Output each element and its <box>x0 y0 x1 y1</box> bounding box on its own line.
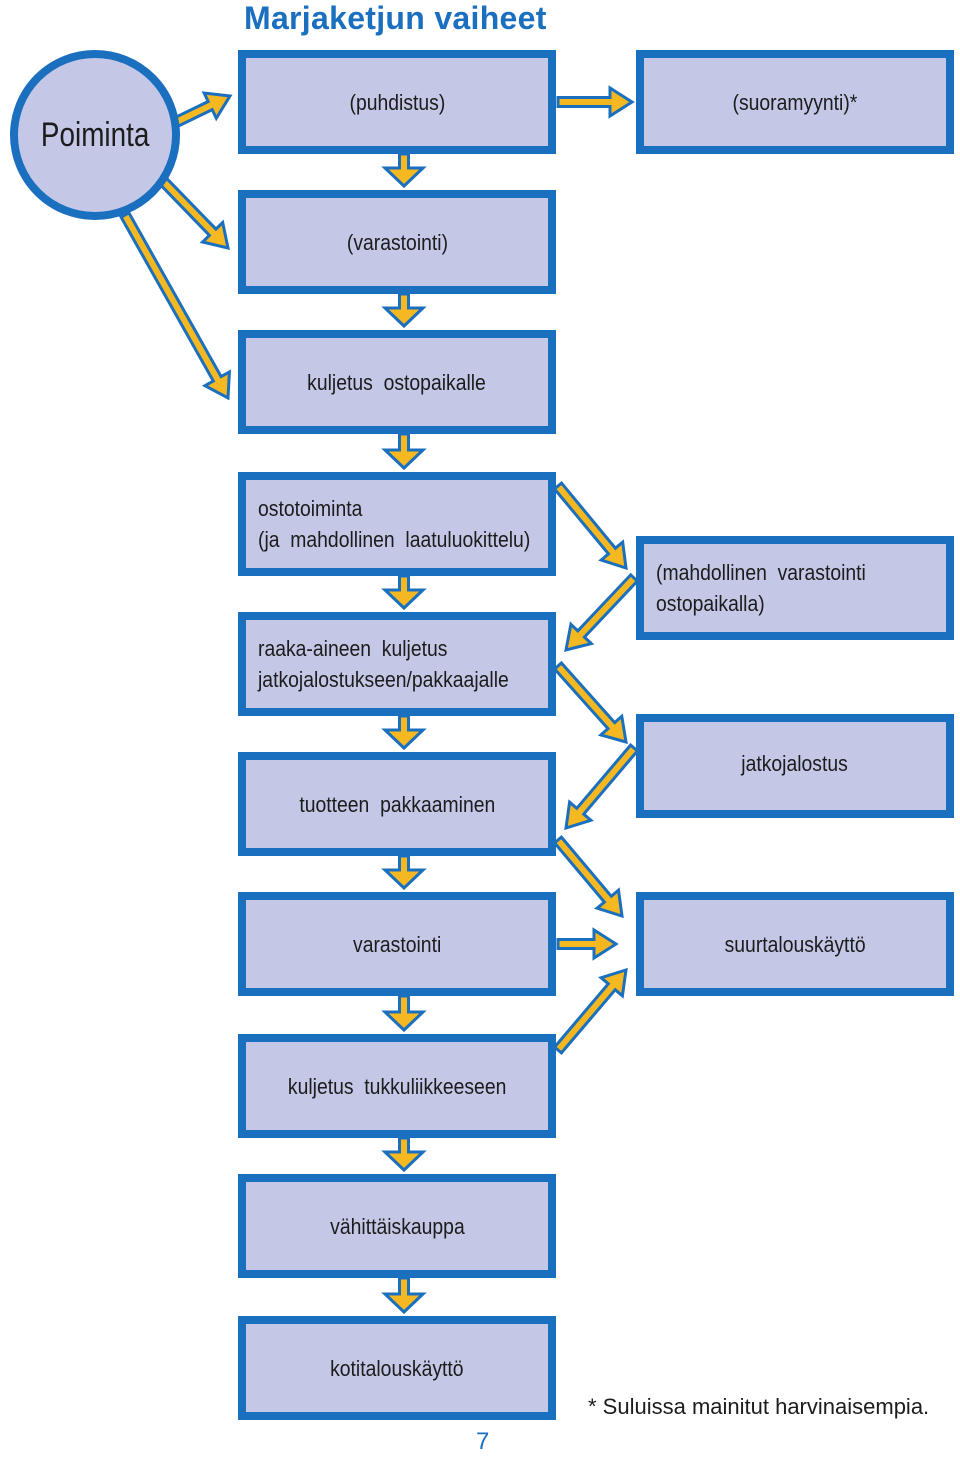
step-varastointi-1: (varastointi) <box>238 190 556 294</box>
down-arrow-1 <box>381 152 427 189</box>
arrow-varastointi-raaka-aine <box>564 572 640 653</box>
down-arrow-4 <box>381 574 427 611</box>
arrow-varastointi-suurtalous <box>556 927 619 961</box>
step-kotitalouskaytto: kotitalouskäyttö <box>238 1316 556 1420</box>
step-label: (puhdistus) <box>349 89 445 115</box>
step-label: tuotteen pakkaaminen <box>299 791 495 817</box>
step-label: vähittäiskauppa <box>329 1213 465 1239</box>
step-label: kuljetus ostopaikalle <box>307 369 487 395</box>
step-label: kuljetus tukkuliikkeeseen <box>287 1073 507 1099</box>
step-label: varastointi <box>352 931 442 957</box>
page-number: 7 <box>476 1428 490 1455</box>
down-arrow-6 <box>381 854 427 891</box>
step-varastointi-2: varastointi <box>238 892 556 996</box>
down-arrow-9 <box>381 1276 427 1315</box>
step-tuotteen-pakkaaminen: tuotteen pakkaaminen <box>238 752 556 856</box>
step-label: suurtalouskäyttö <box>724 931 866 957</box>
step-mahdollinen-varastointi: (mahdollinen varastointi ostopaikalla) <box>636 536 954 640</box>
footnote: * Suluissa mainitut harvinaisempia. <box>588 1394 930 1419</box>
step-puhdistus: (puhdistus) <box>238 50 556 154</box>
arrow-tukkuliike-suurtalous <box>552 967 628 1056</box>
down-arrow-7 <box>381 994 427 1033</box>
step-vahittaiskauppa: vähittäiskauppa <box>238 1174 556 1278</box>
arrow-puhdistus-suoramyynti <box>556 85 635 119</box>
step-ostotoiminta: ostotoiminta (ja mahdollinen laatuluokit… <box>238 472 556 576</box>
arrow-poiminta-varastointi <box>156 174 230 251</box>
down-arrow-5 <box>381 714 427 751</box>
step-jatkojalostus: jatkojalostus <box>636 714 954 818</box>
step-label: (suoramyynti)* <box>732 89 858 115</box>
down-arrow-8 <box>381 1136 427 1173</box>
step-label: (mahdollinen varastointi ostopaikalla) <box>656 560 866 616</box>
arrow-ostotoiminta-varastointi <box>552 480 628 571</box>
step-raaka-aineen-kuljetus: raaka-aineen kuljetus jatkojalostukseen/… <box>238 612 556 716</box>
step-label: jatkojalostus <box>741 751 849 776</box>
arrow-raaka-aine-jatkojalostus <box>552 660 628 745</box>
arrow-jatkojalostus-pakkaaminen <box>564 742 640 831</box>
step-label: ostotoiminta (ja mahdollinen laatuluokit… <box>258 496 531 552</box>
down-arrow-2 <box>381 292 427 329</box>
step-label: (varastointi) <box>346 229 448 255</box>
step-label: kotitalouskäyttö <box>330 1355 464 1381</box>
step-suoramyynti: (suoramyynti)* <box>636 50 954 154</box>
step-kuljetus-tukkuliikkeeseen: kuljetus tukkuliikkeeseen <box>238 1034 556 1138</box>
arrow-poiminta-kuljetus <box>119 210 232 401</box>
arrow-pakkaaminen-suurtalous <box>552 834 624 919</box>
start-node-label: Poiminta <box>40 115 150 154</box>
step-suurtalouskaytto: suurtalouskäyttö <box>636 892 954 996</box>
page-title: Marjaketjun vaiheet <box>244 0 547 36</box>
down-arrow-3 <box>381 432 427 471</box>
step-label: raaka-aineen kuljetus jatkojalostukseen/… <box>258 636 509 692</box>
step-kuljetus-ostopaikalle: kuljetus ostopaikalle <box>238 330 556 434</box>
start-node-poiminta: Poiminta <box>10 50 180 220</box>
